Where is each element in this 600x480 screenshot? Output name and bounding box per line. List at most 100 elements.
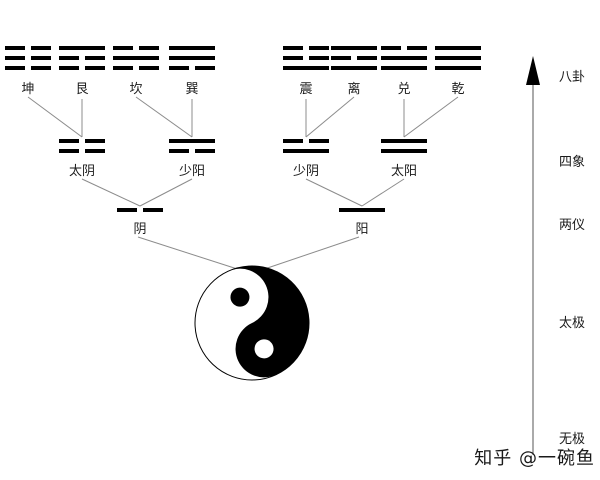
- four-image-shaoyin-bar: [283, 139, 303, 143]
- two-form-yin: 阴: [117, 208, 163, 237]
- stage-label-liangyi: 两仪: [559, 218, 585, 233]
- four-image-shaoyin-bar: [283, 149, 329, 153]
- trigram-kan-bar: [113, 56, 159, 60]
- taiji-yinyang-symbol: [194, 265, 310, 381]
- two-form-yang-label: 阳: [355, 222, 368, 237]
- two-form-yang-bar: [339, 208, 385, 212]
- trigram-xun-bar: [195, 66, 215, 70]
- connector-line: [305, 96, 355, 138]
- four-image-taiyang-label: 太阳: [391, 164, 417, 179]
- trigram-gen-bar: [85, 66, 105, 70]
- two-form-yang: 阳: [339, 208, 385, 237]
- trigram-qian: 乾: [435, 46, 481, 97]
- trigram-gen-bar: [85, 56, 105, 60]
- four-image-taiyin-bar: [59, 139, 79, 143]
- trigram-kun-bar: [5, 66, 25, 70]
- four-image-taiyang-bar: [381, 149, 427, 153]
- watermark: 知乎 @一碗鱼: [474, 448, 595, 469]
- taiji-white-dot: [254, 339, 274, 359]
- trigram-kan: 坎: [113, 46, 159, 97]
- taiji-black-dot: [230, 287, 250, 307]
- trigram-kan-label: 坎: [129, 82, 142, 97]
- trigram-kun-label: 坤: [21, 82, 34, 97]
- trigram-zhen-bar: [309, 56, 329, 60]
- trigram-li-bar: [331, 66, 377, 70]
- four-image-shaoyang-label: 少阳: [179, 164, 205, 179]
- trigram-qian-bar: [435, 56, 481, 60]
- stage-axis: [526, 56, 540, 455]
- trigram-li-bar: [357, 56, 377, 60]
- two-form-yin-bar: [117, 208, 137, 212]
- four-image-taiyin-bar: [59, 149, 79, 153]
- four-image-taiyin-bar: [85, 149, 105, 153]
- two-form-yin-bar: [143, 208, 163, 212]
- four-image-shaoyin: 少阴: [283, 139, 329, 179]
- trigram-xun-bar: [169, 56, 215, 60]
- trigram-li-label: 离: [347, 81, 360, 97]
- connector-line: [361, 178, 405, 207]
- trigram-kan-bar: [113, 46, 133, 50]
- trigram-qian-bar: [435, 46, 481, 50]
- connector-line: [81, 178, 141, 207]
- trigram-kun-bar: [31, 66, 51, 70]
- trigram-kan-bar: [139, 66, 159, 70]
- trigram-zhen-bar: [283, 56, 303, 60]
- four-image-shaoyang: 少阳: [169, 139, 215, 179]
- trigram-dui-bar: [407, 46, 427, 50]
- connector-line: [139, 178, 193, 207]
- two-forms-row: 阴阳: [117, 208, 385, 237]
- trigram-zhen-bar: [283, 66, 329, 70]
- trigram-kun-bar: [5, 46, 25, 50]
- four-image-shaoyang-bar: [169, 149, 189, 153]
- four-image-shaoyin-bar: [309, 139, 329, 143]
- four-image-taiyang: 太阳: [381, 139, 427, 179]
- four-image-taiyang-bar: [381, 139, 427, 143]
- four-image-shaoyang-bar: [195, 149, 215, 153]
- trigram-li: 离: [331, 46, 377, 97]
- trigram-xun: 巽: [169, 46, 215, 97]
- stage-label-bagua: 八卦: [559, 70, 585, 85]
- two-form-yin-label: 阴: [133, 222, 146, 237]
- trigram-qian-bar: [435, 66, 481, 70]
- trigram-xun-label: 巽: [185, 82, 198, 97]
- stage-label-wuji: 无极: [559, 432, 585, 447]
- trigram-dui: 兑: [381, 46, 427, 97]
- trigram-kan-bar: [113, 66, 133, 70]
- trigram-dui-bar: [381, 56, 427, 60]
- trigram-kan-bar: [139, 46, 159, 50]
- four-image-shaoyin-label: 少阴: [293, 164, 319, 179]
- trigram-dui-bar: [381, 46, 401, 50]
- connector-line: [27, 96, 83, 138]
- stage-label-taiji: 太极: [559, 316, 585, 331]
- trigram-xun-bar: [169, 66, 189, 70]
- trigram-zhen-label: 震: [299, 82, 312, 97]
- connector-line: [403, 96, 459, 138]
- trigram-zhen-bar: [309, 46, 329, 50]
- trigram-dui-bar: [381, 66, 427, 70]
- trigram-zhen: 震: [283, 46, 329, 97]
- trigram-kun-bar: [31, 46, 51, 50]
- connector-line: [305, 178, 363, 207]
- trigram-gen: 艮: [59, 46, 105, 97]
- trigram-row: 坤艮坎巽震离兑乾: [5, 46, 481, 97]
- trigram-xun-bar: [169, 46, 215, 50]
- trigram-zhen-bar: [283, 46, 303, 50]
- trigram-gen-label: 艮: [75, 82, 88, 97]
- four-images-row: 太阴 少阳 少阴 太阳: [59, 139, 427, 179]
- stage-label-sixiang: 四象: [559, 155, 585, 170]
- trigram-dui-label: 兑: [397, 82, 410, 97]
- connector-line: [135, 96, 193, 138]
- trigram-gen-bar: [59, 56, 79, 60]
- trigram-kun-bar: [31, 56, 51, 60]
- connector-lines: [27, 96, 459, 281]
- four-image-taiyin: 太阴: [59, 139, 105, 179]
- trigram-gen-bar: [59, 66, 79, 70]
- trigram-li-bar: [331, 56, 351, 60]
- four-image-taiyin-bar: [85, 139, 105, 143]
- trigram-li-bar: [331, 46, 377, 50]
- four-image-taiyin-label: 太阴: [69, 164, 95, 179]
- taiji-black-half: [227, 266, 309, 378]
- four-image-shaoyang-bar: [169, 139, 215, 143]
- trigram-kun: 坤: [5, 46, 51, 97]
